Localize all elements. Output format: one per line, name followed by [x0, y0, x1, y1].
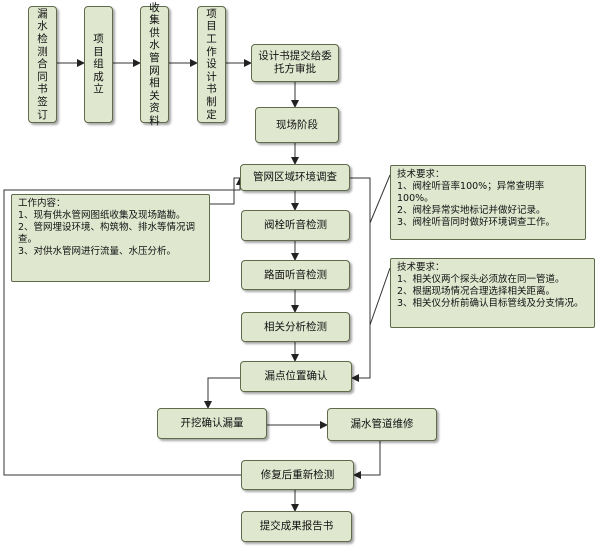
environment-survey-label: 管网区域环境调查	[253, 171, 337, 183]
collect-data-box: 收集供水管网相关资料	[140, 2, 169, 127]
road-listening-label: 路面听音检测	[264, 268, 327, 281]
arrow-repair-recheck	[353, 441, 381, 479]
arrow-survey-confirm	[350, 177, 371, 382]
excavation-label: 开挖确认漏量	[180, 417, 244, 429]
correlation-analysis-label: 相关分析检测	[264, 320, 327, 333]
road-listening-box: 路面听音检测	[241, 260, 350, 290]
submit-approval-box: 设计书提交给委 托方审批	[251, 44, 339, 82]
design-plan-label: 项目工作设计书制定	[206, 7, 217, 121]
submit-approval-line2: 托方审批	[274, 63, 316, 75]
tech1-note-title: 技术要求：	[397, 169, 445, 180]
callout-tech1	[369, 174, 391, 224]
contract-signing-label: 漏水检测合同书签订	[37, 7, 48, 121]
pipe-repair-box: 漏水管道维修	[327, 408, 437, 441]
work-note-line-1: 1、现有供水管网图纸收集及现场踏勘。	[18, 210, 186, 221]
site-stage-box: 现场阶段	[255, 107, 339, 143]
collect-data-label: 收集供水管网相关资料	[149, 1, 160, 127]
pipe-repair-label: 漏水管道维修	[350, 418, 414, 430]
recheck-box: 修复后重新检测	[241, 460, 354, 490]
tech2-note-title: 技术要求：	[397, 262, 445, 273]
team-setup-box: 项目组成立	[84, 6, 113, 123]
callout-tech2	[369, 267, 391, 326]
tech1-note-line-2: 2、阀栓异常实地标记并做好记录。	[397, 205, 546, 216]
tech-requirements-note-1: 技术要求： 1、阀栓听音率100%；异常查明率100%。 2、阀栓异常实地标记并…	[390, 165, 586, 240]
work-note-line-2: 2、管网埋设环境、构筑物、排水等情况调查。	[18, 222, 196, 245]
recheck-label: 修复后重新检测	[260, 468, 335, 481]
work-content-note: 工作内容： 1、现有供水管网图纸收集及现场踏勘。 2、管网埋设环境、构筑物、排水…	[11, 194, 210, 282]
valve-listening-box: 阀栓听音检测	[241, 210, 350, 241]
valve-listening-label: 阀栓听音检测	[264, 219, 327, 231]
work-note-title: 工作内容：	[18, 198, 66, 209]
team-setup-label: 项目组成立	[93, 33, 104, 96]
tech2-note-line-2: 2、根据现场情况合理选择相关距离。	[397, 286, 556, 297]
design-plan-box: 项目工作设计书制定	[197, 6, 226, 123]
submit-approval-line1: 设计书提交给委	[258, 50, 332, 62]
final-report-box: 提交成果报告书	[241, 511, 352, 542]
leak-confirm-box: 漏点位置确认	[240, 361, 352, 392]
environment-survey-box: 管网区域环境调查	[240, 164, 350, 191]
work-note-line-3: 3、对供水管网进行流量、水压分析。	[18, 246, 177, 257]
tech1-note-line-1: 1、阀栓听音率100%；异常查明率100%。	[397, 181, 545, 204]
site-stage-label: 现场阶段	[276, 118, 318, 131]
correlation-analysis-box: 相关分析检测	[241, 312, 350, 342]
arrow-confirm-excavate	[204, 377, 240, 409]
tech1-note-line-3: 3、阀栓听音同时做好环境调查工作。	[397, 217, 556, 228]
tech2-note-line-1: 1、相关仪两个探头必须放在同一管道。	[397, 274, 565, 285]
tech-requirements-note-2: 技术要求： 1、相关仪两个探头必须放在同一管道。 2、根据现场情况合理选择相关距…	[390, 258, 595, 328]
final-report-label: 提交成果报告书	[259, 520, 334, 532]
bracket-survey-note	[210, 177, 240, 205]
leak-confirm-label: 漏点位置确认	[264, 370, 328, 382]
tech2-note-line-3: 3、相关仪分析前确认目标管线及分支情况。	[397, 298, 584, 309]
excavation-box: 开挖确认漏量	[157, 408, 267, 439]
contract-signing-box: 漏水检测合同书签订	[28, 6, 57, 123]
